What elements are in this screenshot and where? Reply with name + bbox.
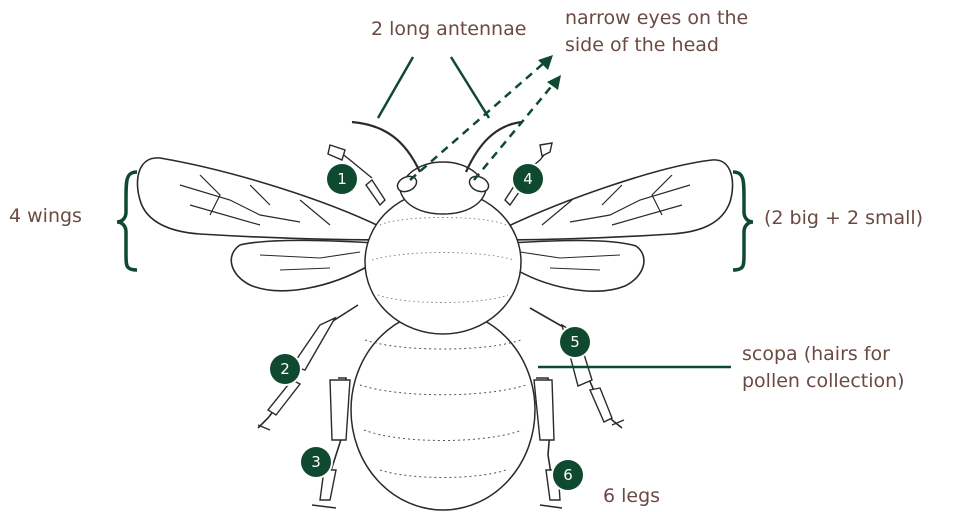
eyes-label-line2: side of the head: [565, 34, 719, 57]
wings-label: 4 wings: [9, 205, 82, 228]
scopa-label-line2: pollen collection): [742, 370, 905, 393]
leg-badge-5: 5: [560, 327, 590, 357]
leg-badge-6: 6: [553, 460, 583, 490]
legs-label: 6 legs: [603, 485, 660, 508]
leg-badge-4: 4: [513, 164, 543, 194]
bee-body: [351, 162, 535, 510]
eyes-arrowheads: [538, 55, 561, 90]
leg-badge-2: 2: [270, 354, 300, 384]
scopa-label-line1: scopa (hairs for: [742, 343, 890, 366]
eyes-label-line1: narrow eyes on the: [565, 7, 748, 30]
eyes-pointer-arrows: [410, 62, 555, 180]
leg-badge-1: 1: [327, 164, 357, 194]
left-forewing: [137, 158, 395, 240]
leg-badge-3: 3: [301, 447, 331, 477]
antennae-pointer-lines: [378, 57, 489, 118]
antennae-label: 2 long antennae: [371, 18, 526, 41]
wings-bracket-left: [117, 172, 137, 270]
abdomen: [351, 310, 535, 510]
wings-bracket-right: [733, 172, 753, 270]
wing-sizes-label: (2 big + 2 small): [764, 207, 923, 230]
